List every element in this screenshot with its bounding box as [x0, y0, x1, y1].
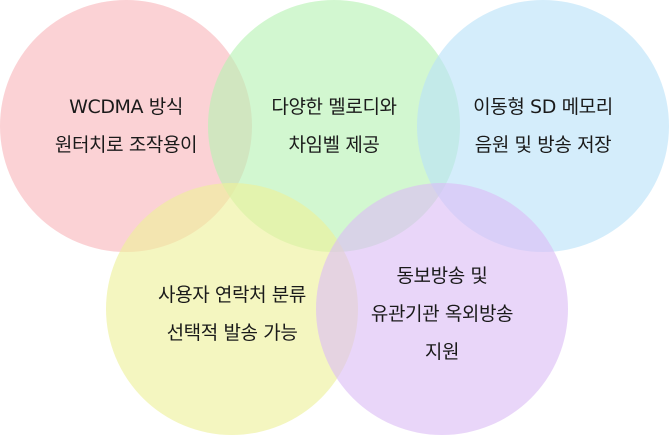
label-melody-line-2: 차임벨 제공 [288, 134, 380, 156]
label-outdoor-line-2: 유관기관 옥외방송 [370, 303, 514, 325]
label-wcdma-line-1: WCDMA 방식 [69, 96, 183, 118]
label-melody-line-1: 다양한 멜로디와 [271, 96, 397, 118]
label-wcdma: WCDMA 방식 원터치로 조작용이 [54, 88, 198, 164]
label-outdoor: 동보방송 및 유관기관 옥외방송 지원 [370, 257, 514, 371]
circle-wcdma-shape [0, 0, 252, 252]
label-outdoor-line-1: 동보방송 및 [396, 265, 488, 287]
label-contacts-line-1: 사용자 연락처 분류 [158, 284, 306, 306]
label-contacts: 사용자 연락처 분류 선택적 발송 가능 [158, 276, 306, 352]
label-sd-memory-line-2: 음원 및 방송 저장 [474, 134, 612, 156]
label-wcdma-line-2: 원터치로 조작용이 [54, 134, 198, 156]
circle-outdoor-shape [316, 183, 568, 435]
circle-melody-shape [208, 0, 460, 252]
label-melody: 다양한 멜로디와 차임벨 제공 [271, 88, 397, 164]
circle-contacts-shape [106, 183, 358, 435]
label-outdoor-line-3: 지원 [424, 341, 460, 363]
label-sd-memory: 이동형 SD 메모리 음원 및 방송 저장 [473, 88, 613, 164]
label-contacts-line-2: 선택적 발송 가능 [166, 322, 298, 344]
label-sd-memory-line-1: 이동형 SD 메모리 [473, 96, 613, 118]
